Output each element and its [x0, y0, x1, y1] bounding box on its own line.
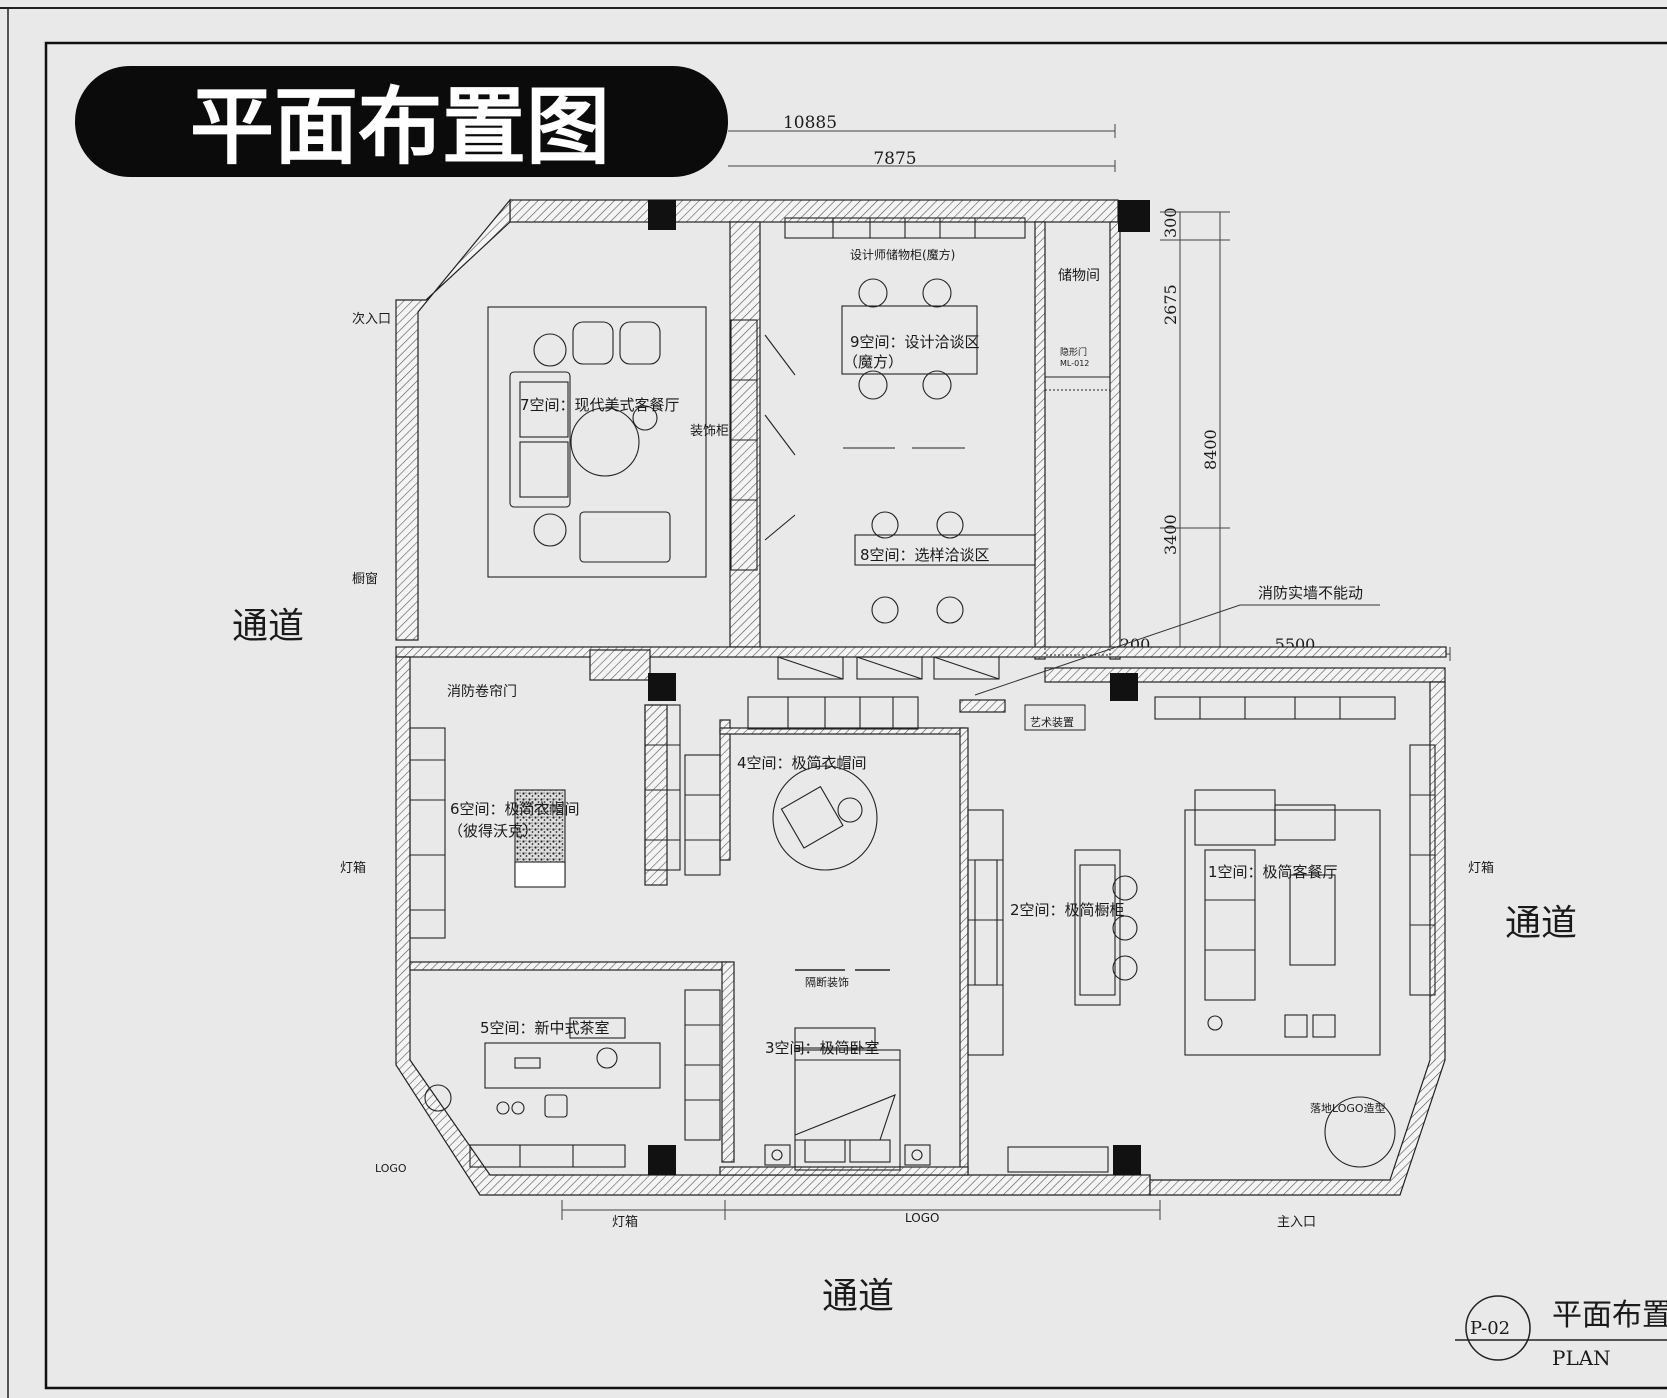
room-6-sub-label: （彼得沃克）: [448, 822, 538, 840]
hidden-door-code: ML-012: [1060, 359, 1089, 368]
title-banner: 平面布置图: [75, 66, 728, 177]
page-title: 平面布置图: [190, 78, 610, 176]
hidden-door-label: 隐形门: [1060, 346, 1087, 358]
columns: [648, 200, 1150, 1175]
room-1: [1154, 696, 1436, 1168]
dim-300: 300: [1161, 207, 1180, 238]
floor-logo-label: 落地LOGO造型: [1310, 1101, 1386, 1115]
top-dimensions: [728, 124, 1116, 172]
designer-cabinet-label: 设计师储物柜(魔方): [850, 247, 955, 262]
art-device-label: 艺术装置: [1030, 716, 1074, 729]
deco-cabinet: [730, 319, 796, 571]
art-device: [1024, 704, 1086, 731]
light-box-right-label: 灯箱: [1468, 860, 1494, 876]
bottom-dimensions: [561, 1200, 1161, 1220]
dim-8400: 8400: [1201, 429, 1220, 470]
room-2-label: 2空间：极简橱柜: [1010, 901, 1125, 919]
walls: [395, 198, 1447, 1196]
deco-cabinet-label: 装饰柜: [690, 424, 729, 439]
fire-wall-label: 消防实墙不能动: [1258, 584, 1363, 602]
room-5: [424, 989, 721, 1168]
room-9-label: 9空间：设计洽谈区: [850, 333, 980, 351]
aisle-right-label: 通道: [1505, 903, 1577, 944]
room-9: [784, 217, 1026, 449]
room-3: [764, 1027, 931, 1171]
fire-wall-leader: [974, 604, 1380, 696]
drawing-frame: [0, 7, 1667, 1398]
dim-7875: 7875: [873, 149, 916, 169]
room-8-label: 8空间：选样洽谈区: [860, 546, 990, 564]
room-3-label: 3空间：极简卧室: [765, 1039, 880, 1057]
room-7: [487, 306, 707, 578]
room-6-label: 6空间：极简衣帽间: [450, 800, 580, 818]
dim-3400: 3400: [1161, 514, 1180, 555]
aisle-left-label: 通道: [232, 606, 304, 647]
title-block-code: P-02: [1470, 1318, 1510, 1339]
logo-bottom-label: LOGO: [905, 1211, 939, 1225]
title-block: [1455, 1295, 1667, 1361]
room-6: [409, 704, 721, 939]
light-box-left-label: 灯箱: [340, 860, 366, 876]
room-4: [747, 696, 919, 871]
title-block-name: 平面布置: [1552, 1298, 1667, 1333]
fire-shutter-label: 消防卷帘门: [447, 684, 517, 700]
dim-2675: 2675: [1161, 284, 1180, 325]
room-4-label: 4空间：极简衣帽间: [737, 754, 867, 772]
logo-left-label: LOGO: [375, 1162, 407, 1175]
room-9-sub-label: （魔方）: [843, 353, 903, 371]
aisle-bottom-label: 通道: [822, 1276, 894, 1317]
display-window-label: 橱窗: [352, 571, 378, 587]
light-box-bottom-label: 灯箱: [612, 1214, 638, 1230]
storage-room: [1044, 221, 1111, 378]
partition-label: 隔断装饰: [805, 975, 849, 989]
dim-10885: 10885: [783, 113, 837, 133]
room-8: [777, 511, 1036, 680]
main-entrance-label: 主入口: [1277, 1215, 1316, 1230]
room-1-label: 1空间：极简客餐厅: [1208, 863, 1338, 881]
side-entrance-label: 次入口: [352, 311, 391, 327]
room-2: [967, 809, 1138, 1173]
title-block-en: PLAN: [1552, 1346, 1611, 1370]
storage-room-label: 储物间: [1058, 268, 1100, 284]
room-5-label: 5空间：新中式茶室: [480, 1019, 610, 1037]
shaft: [1044, 389, 1111, 656]
room-7-label: 7空间：现代美式客餐厅: [520, 396, 680, 414]
